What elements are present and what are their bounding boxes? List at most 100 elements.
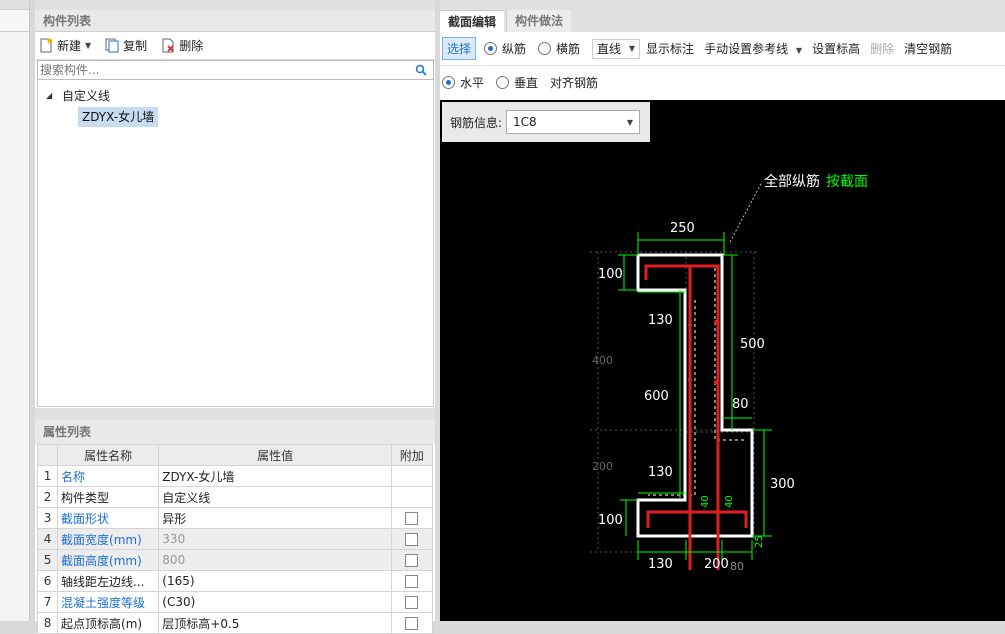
manual-ref-line-button[interactable]: 手动设置参考线 ▼	[704, 40, 802, 57]
left-collapsed-panel	[0, 0, 30, 621]
prop-value[interactable]: ZDYX-女儿墙	[158, 465, 392, 487]
table-row[interactable]: 7 混凝土强度等级 (C30)	[36, 591, 434, 613]
prop-name: 截面高度(mm)	[57, 549, 160, 571]
prop-value[interactable]: 自定义线	[158, 486, 392, 508]
tree-item-parent[interactable]: ◢ 自定义线	[38, 84, 433, 106]
search-icon[interactable]	[415, 64, 427, 76]
radio-trans-label: 横筋	[556, 42, 581, 56]
header-value: 属性值	[158, 444, 392, 466]
rebar	[644, 264, 720, 570]
rebar-info-select[interactable]: 1C8 ▼	[506, 110, 641, 134]
rebar-info-box: 钢筋信息: 1C8 ▼	[442, 102, 650, 142]
radio-long-rebar[interactable]: 纵筋	[484, 40, 526, 57]
copy-icon	[105, 38, 119, 53]
manual-ref-label: 手动设置参考线	[704, 42, 789, 56]
row-num: 4	[36, 528, 59, 550]
delete-icon	[162, 38, 174, 53]
set-elevation-button[interactable]: 设置标高	[812, 42, 861, 56]
table-row[interactable]: 1 名称 ZDYX-女儿墙	[36, 465, 434, 487]
row-num: 1	[36, 465, 59, 487]
table-header-row: 属性名称 属性值 附加	[36, 444, 434, 466]
dim-bottom-left: 130	[648, 557, 673, 572]
section-drawing[interactable]: 全部纵筋 按截面	[440, 100, 1005, 621]
dim-right-upper: 500	[740, 337, 765, 352]
delete-button-label: 删除	[179, 39, 204, 53]
row-num: 7	[36, 591, 59, 613]
dim-upper-inner: 130	[648, 313, 673, 328]
radio-horizontal[interactable]: 水平	[442, 74, 484, 91]
prop-value[interactable]: 异形	[158, 507, 392, 529]
copy-button[interactable]: 复制	[105, 35, 147, 57]
delete-button[interactable]: 删除	[161, 35, 203, 57]
new-button[interactable]: 新建 ▼	[39, 35, 91, 57]
stirrup-dashed	[714, 268, 746, 441]
table-row[interactable]: 3 截面形状 异形	[36, 507, 434, 529]
rebar-dot	[688, 323, 692, 327]
panel-strip	[0, 0, 29, 10]
align-rebar-button[interactable]: 对齐钢筋	[550, 75, 599, 90]
dim-lower-inner: 130	[648, 465, 673, 480]
dim-bottom-right: 80	[730, 560, 744, 573]
property-list-title: 属性列表	[35, 420, 435, 444]
checkbox[interactable]	[405, 533, 419, 546]
table-row[interactable]: 8 起点顶标高(m) 层顶标高+0.5	[36, 612, 434, 634]
drawing-canvas[interactable]: 全部纵筋 按截面	[440, 100, 1005, 621]
prop-name: 轴线距左边线...	[57, 570, 160, 592]
header-num	[36, 444, 59, 466]
prop-value: 330	[158, 528, 392, 550]
rebar-info-label: 钢筋信息:	[450, 115, 503, 130]
stirrup-dashed	[648, 300, 696, 496]
dimension-texts: 250 100 130 500 400 600 80 200 130 300 1…	[592, 221, 795, 573]
direction-toolbar: 水平 垂直 对齐钢筋	[440, 66, 1005, 98]
table-row[interactable]: 5 截面高度(mm) 800	[36, 549, 434, 571]
dim-bottom-thick: 100	[598, 513, 623, 528]
dim-right-lower: 300	[770, 477, 795, 492]
panel-strip	[35, 0, 435, 10]
prop-extra	[390, 486, 434, 508]
panel-divider	[35, 408, 435, 420]
collapse-triangle-icon[interactable]: ◢	[46, 90, 53, 100]
checkbox[interactable]	[405, 617, 419, 630]
prop-value[interactable]: (165)	[158, 570, 392, 592]
radio-long-label: 纵筋	[502, 42, 527, 56]
rebar-dot	[714, 380, 718, 384]
rebar-dot	[688, 378, 692, 382]
checkbox[interactable]	[405, 596, 419, 609]
select-button[interactable]: 选择	[442, 37, 477, 60]
table-row[interactable]: 2 构件类型 自定义线	[36, 486, 434, 508]
line-type-select[interactable]: 直线 ▼	[592, 38, 641, 59]
prop-name: 起点顶标高(m)	[57, 612, 160, 634]
dim-top-thick: 100	[598, 267, 623, 282]
table-row[interactable]: 4 截面宽度(mm) 330	[36, 528, 434, 550]
checkbox[interactable]	[405, 554, 419, 567]
property-table: 属性名称 属性值 附加 1 名称 ZDYX-女儿墙 2 构件类型 自定义线 3 …	[36, 444, 434, 634]
chevron-down-icon: ▼	[626, 117, 634, 127]
note-highlight: 按截面	[826, 174, 868, 190]
checkbox[interactable]	[405, 575, 419, 588]
table-row[interactable]: 6 轴线距左边线... (165)	[36, 570, 434, 592]
checkbox[interactable]	[405, 512, 419, 525]
dimension-lines	[618, 232, 772, 560]
row-num: 3	[36, 507, 59, 529]
prop-extra	[390, 612, 434, 634]
dim-bottom-mid: 200	[704, 557, 729, 572]
prop-value[interactable]: (C30)	[158, 591, 392, 613]
tree-item-child[interactable]: ZDYX-女儿墙	[38, 106, 433, 128]
rebar-info-value: 1C8	[513, 115, 537, 129]
prop-value[interactable]: 层顶标高+0.5	[158, 612, 392, 634]
radio-selected-icon	[484, 42, 498, 55]
dim-rotated-b: 40	[724, 495, 735, 508]
radio-vertical[interactable]: 垂直	[496, 74, 538, 91]
radio-unselected-icon	[538, 42, 552, 55]
chevron-down-icon: ▼	[628, 44, 636, 53]
show-label-button[interactable]: 显示标注	[646, 42, 695, 56]
clear-rebar-button[interactable]: 清空钢筋	[904, 42, 953, 56]
search-input[interactable]	[38, 61, 408, 79]
tab-section-edit[interactable]: 截面编辑	[440, 10, 505, 32]
tree-child-label[interactable]: ZDYX-女儿墙	[78, 107, 159, 127]
delete-rebar-button: 删除	[870, 42, 895, 56]
dim-left-faint-lower: 200	[592, 460, 613, 473]
radio-trans-rebar[interactable]: 横筋	[538, 40, 580, 57]
prop-extra	[390, 507, 434, 529]
tab-component-method[interactable]: 构件做法	[506, 10, 572, 32]
